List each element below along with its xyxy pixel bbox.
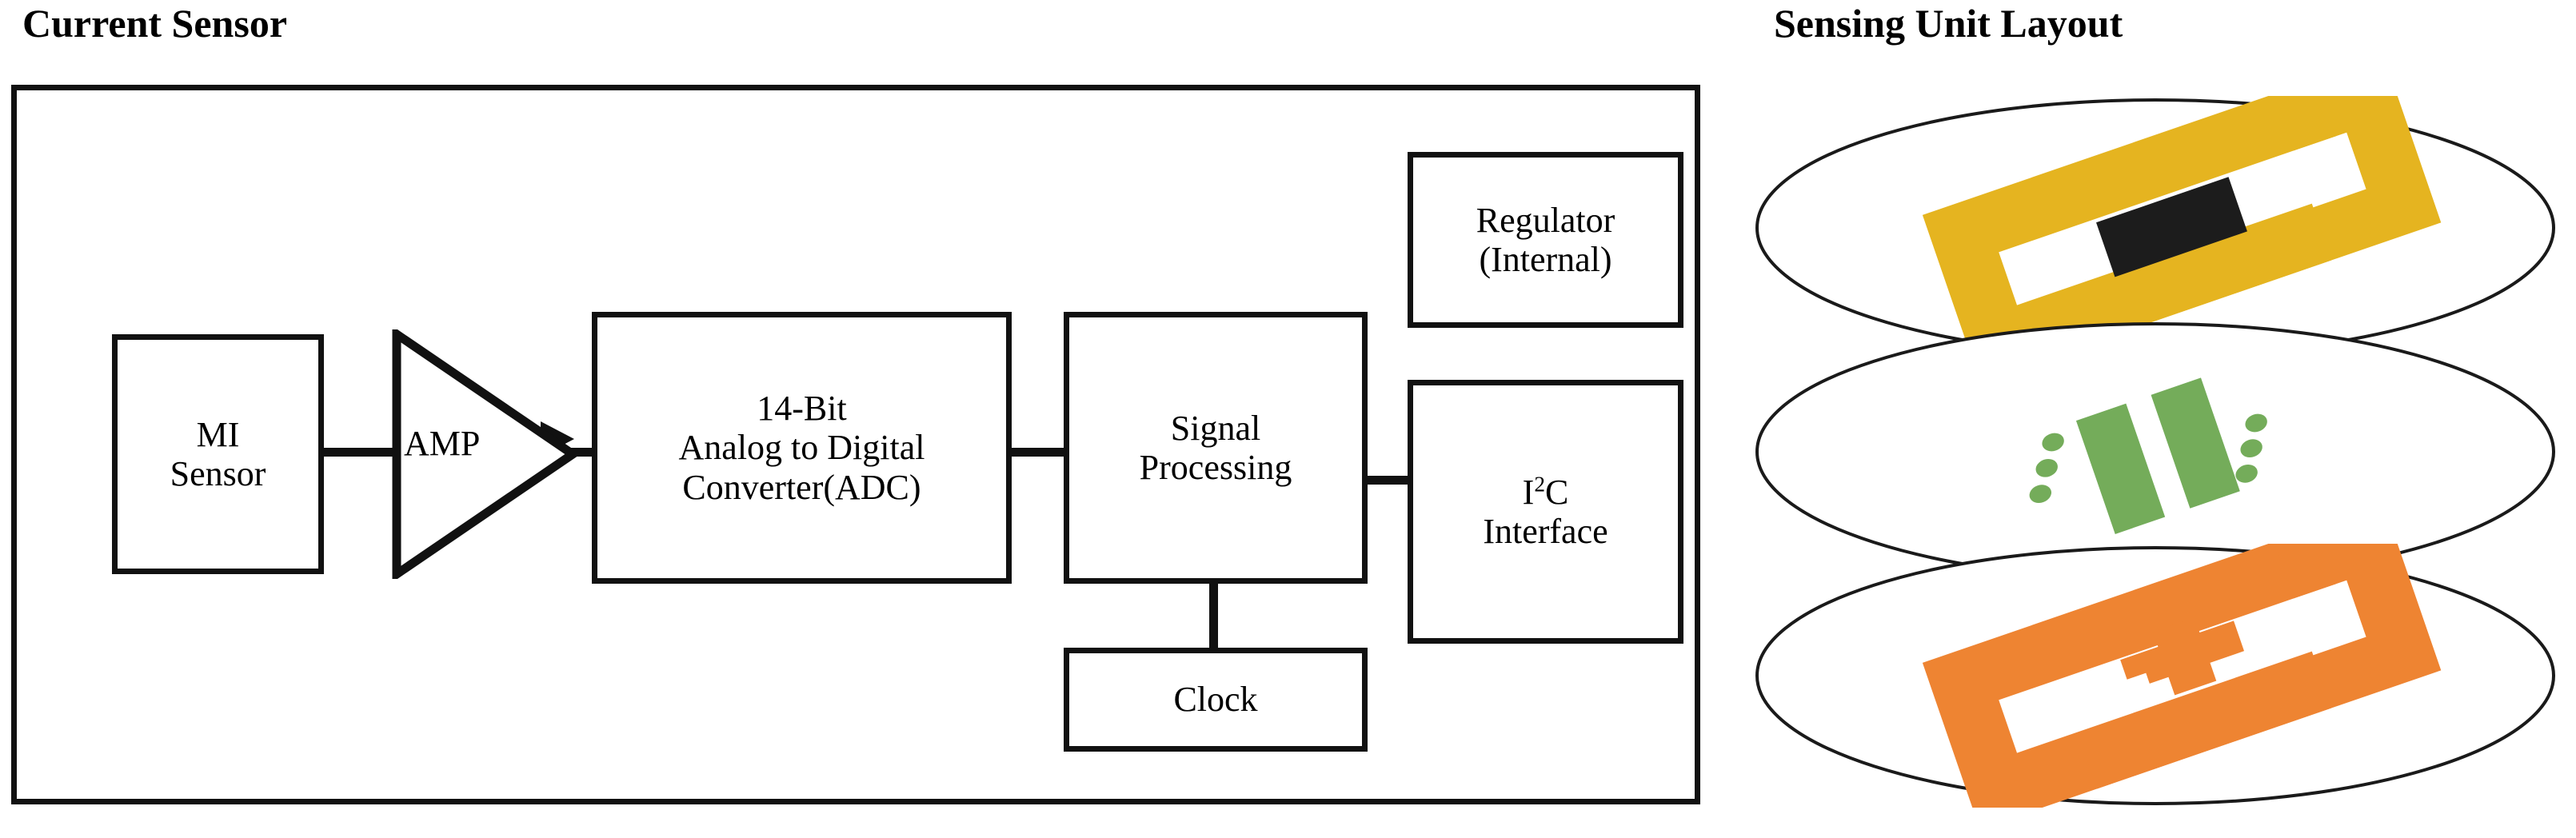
block-adc[interactable]: 14-Bit Analog to Digital Converter(ADC) [592, 312, 1012, 584]
block-signal-processing-label: Signal Processing [1069, 409, 1362, 488]
block-amp-triangle[interactable] [392, 329, 577, 579]
block-regulator-label: Regulator (Internal) [1413, 201, 1678, 280]
block-i2c-c: C [1544, 472, 1569, 512]
sensing-layer-bottom-core-icon [2120, 617, 2245, 696]
block-adc-line1: 14-Bit [757, 389, 847, 429]
block-regulator-line2: (Internal) [1479, 240, 1612, 279]
wire-signal-processing-to-i2c [1362, 476, 1413, 485]
wire-mi-sensor-to-amp [320, 448, 397, 457]
block-mi-sensor-label: MI Sensor [118, 415, 318, 494]
block-signal-processing-line1: Signal [1170, 408, 1261, 448]
sensing-layer-top-core-icon [2096, 177, 2247, 277]
block-adc-line3: Converter(ADC) [682, 467, 921, 507]
block-i2c-i: I [1522, 472, 1535, 512]
block-adc-line2: Analog to Digital [678, 428, 925, 468]
block-regulator[interactable]: Regulator (Internal) [1408, 152, 1683, 328]
block-clock[interactable]: Clock [1064, 648, 1368, 752]
wire-signal-processing-to-clock [1209, 577, 1218, 654]
block-i2c-line2: Interface [1483, 512, 1608, 551]
sensing-layer-bottom[interactable] [1751, 544, 2559, 808]
block-i2c-interface[interactable]: I2C Interface [1408, 380, 1683, 644]
block-i2c-interface-label: I2C Interface [1413, 473, 1678, 552]
block-signal-processing[interactable]: Signal Processing [1064, 312, 1368, 584]
wire-adc-to-signal-processing [1006, 448, 1070, 457]
block-i2c-line1: I2C [1523, 473, 1569, 512]
block-mi-sensor-line1: MI [196, 414, 240, 454]
block-i2c-superscript-2: 2 [1534, 472, 1545, 497]
sensing-layer-middle-pattern-icon [2029, 377, 2267, 534]
block-adc-label: 14-Bit Analog to Digital Converter(ADC) [597, 389, 1006, 507]
sensing-layer-middle[interactable] [1751, 320, 2559, 584]
block-regulator-line1: Regulator [1476, 200, 1615, 240]
block-amp-label: AMP [404, 424, 481, 463]
block-mi-sensor-line2: Sensor [170, 454, 266, 493]
sensing-unit-stack [1751, 96, 2559, 816]
page-title-sensing-unit: Sensing Unit Layout [1774, 1, 2123, 46]
block-signal-processing-line2: Processing [1139, 448, 1292, 487]
block-mi-sensor[interactable]: MI Sensor [112, 334, 324, 574]
block-clock-label: Clock [1173, 680, 1258, 720]
wire-amp-to-adc [568, 448, 598, 457]
page-title-current-sensor: Current Sensor [22, 1, 288, 46]
